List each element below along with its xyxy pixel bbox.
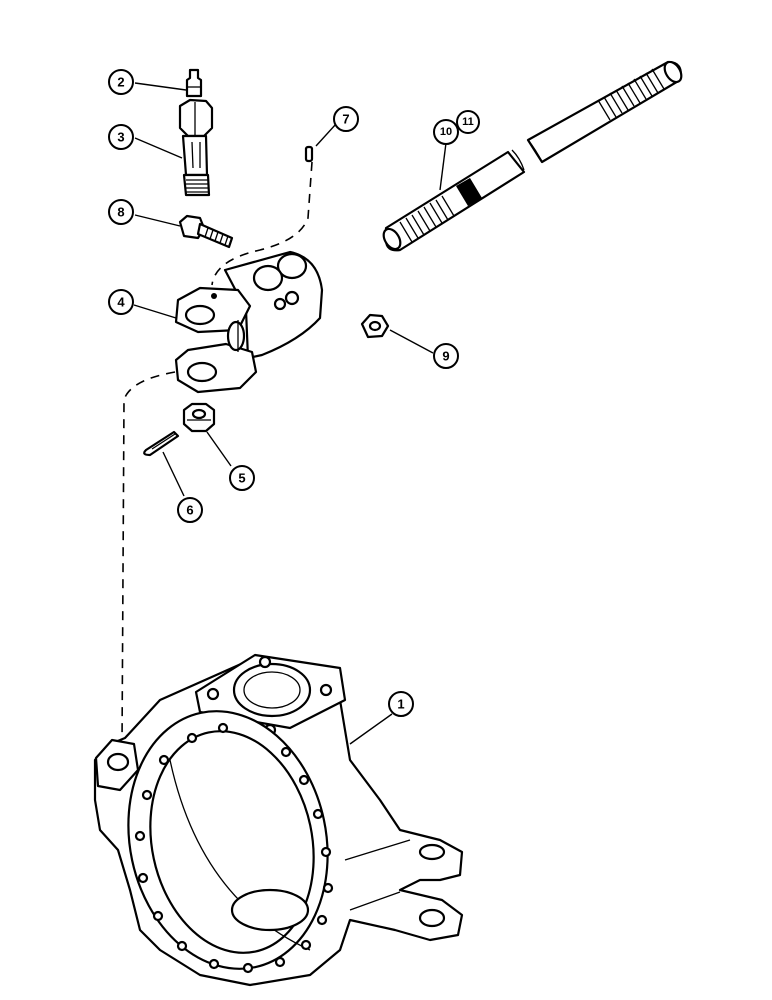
callout-10: 10 xyxy=(433,119,459,145)
leader-line-9 xyxy=(389,329,434,354)
callout-8: 8 xyxy=(108,199,134,225)
svg-text:4: 4 xyxy=(117,295,125,310)
svg-text:5: 5 xyxy=(238,471,245,486)
leader-line-7 xyxy=(315,123,337,147)
callout-7: 7 xyxy=(333,106,359,132)
svg-text:1: 1 xyxy=(397,697,404,712)
callout-11: 11 xyxy=(456,110,480,134)
steering-knuckle xyxy=(93,653,464,987)
leader-line-2 xyxy=(134,82,187,91)
leader-line-5 xyxy=(206,431,232,467)
svg-text:9: 9 xyxy=(442,349,449,364)
grease-fitting xyxy=(185,68,203,98)
svg-text:11: 11 xyxy=(462,116,474,128)
tie-rod-end xyxy=(174,250,324,394)
leader-line-4 xyxy=(133,304,177,319)
svg-text:10: 10 xyxy=(440,126,452,138)
callout-3: 3 xyxy=(108,124,134,150)
cap-screw xyxy=(178,214,234,249)
callout-1: 1 xyxy=(388,691,414,717)
callout-5: 5 xyxy=(229,465,255,491)
cotter-pin xyxy=(143,430,180,457)
leader-line-1 xyxy=(349,713,393,745)
pivot-bolt xyxy=(178,98,214,197)
svg-text:3: 3 xyxy=(117,130,124,145)
hex-nut xyxy=(360,313,390,339)
leader-line-3 xyxy=(134,137,183,159)
castle-nut xyxy=(182,402,216,433)
assembly-guide-line xyxy=(121,371,176,746)
callout-9: 9 xyxy=(433,343,459,369)
callout-6: 6 xyxy=(177,497,203,523)
leader-line-6 xyxy=(162,451,185,497)
callout-2: 2 xyxy=(108,69,134,95)
roll-pin xyxy=(304,145,314,163)
svg-text:7: 7 xyxy=(342,112,349,127)
svg-text:6: 6 xyxy=(186,503,193,518)
leader-line-10 xyxy=(439,142,447,191)
assembly-guide-line xyxy=(211,161,313,286)
leader-line-8 xyxy=(134,214,181,227)
tie-rod-tube xyxy=(382,60,683,252)
svg-text:2: 2 xyxy=(117,75,124,90)
svg-text:8: 8 xyxy=(117,205,124,220)
callout-4: 4 xyxy=(108,289,134,315)
